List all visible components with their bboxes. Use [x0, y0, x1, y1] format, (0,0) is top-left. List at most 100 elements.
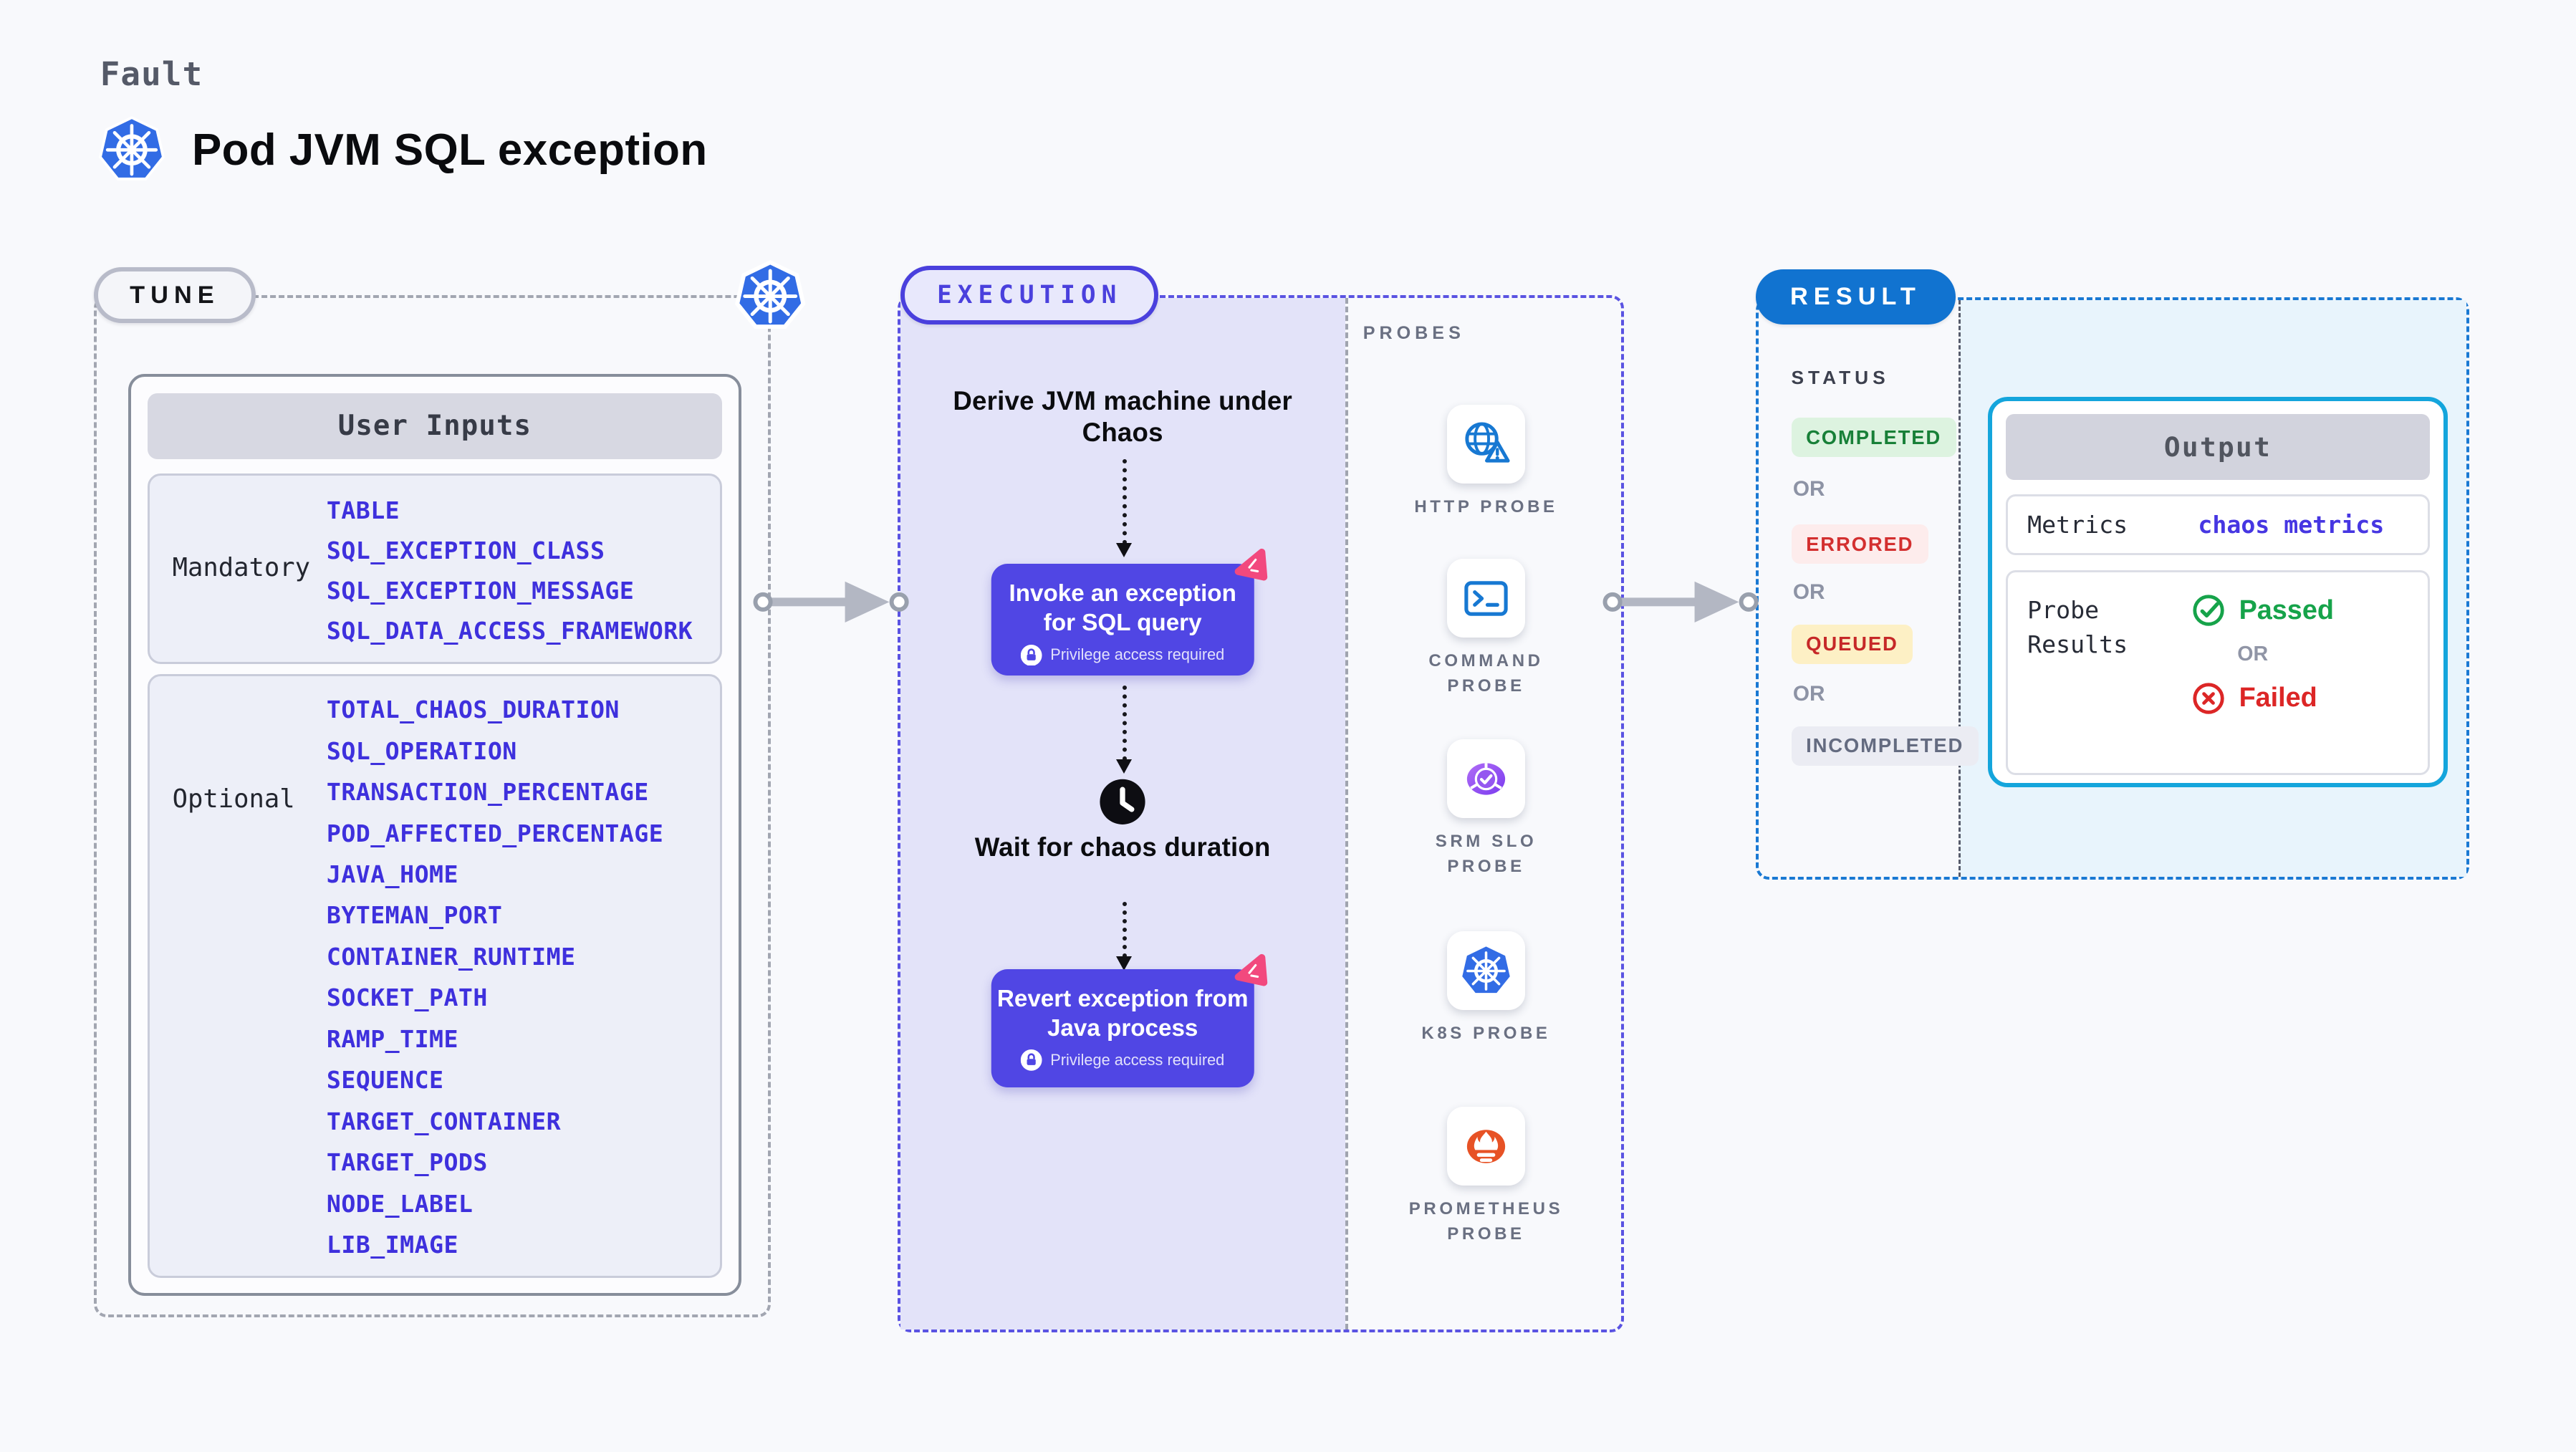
kubernetes-icon: [99, 116, 165, 181]
probes-divider: [1345, 298, 1348, 1330]
probe-result-failed: Failed: [2191, 681, 2334, 716]
probe-label: K8S PROBE: [1421, 1024, 1551, 1044]
execution-to-result-arrow: [1602, 581, 1759, 623]
flow-arrow-down: [1117, 685, 1131, 774]
output-heading: Output: [2005, 413, 2431, 480]
param-item: SQL_EXCEPTION_CLASS: [326, 537, 605, 565]
probe-results-label: Probe Results: [2027, 596, 2128, 659]
optional-label: Optional: [172, 784, 295, 814]
status-output-divider: [1959, 299, 1962, 877]
probe-label: PROMETHEUS PROBE: [1408, 1199, 1564, 1244]
page-title-row: Pod JVM SQL exception: [98, 115, 707, 185]
execution-flow: Derive JVM machine under Chaos Invoke an…: [900, 298, 1345, 1330]
failed-label: Failed: [2239, 683, 2317, 713]
optional-inputs-group: Optional TOTAL_CHAOS_DURATION SQL_OPERAT…: [147, 673, 723, 1278]
param-item: POD_AFFECTED_PERCENTAGE: [326, 819, 664, 847]
status-badge-incompleted: INCOMPLETED: [1791, 726, 1979, 766]
privilege-badge-label: Privilege access required: [1050, 645, 1225, 664]
status-or: OR: [1792, 476, 1825, 501]
param-item: TARGET_PODS: [326, 1148, 488, 1177]
prometheus-icon: [1466, 1130, 1506, 1163]
mandatory-params-list: TABLE SQL_EXCEPTION_CLASS SQL_EXCEPTION_…: [327, 476, 693, 662]
probe-result-passed: Passed: [2191, 593, 2334, 628]
optional-params-list: TOTAL_CHAOS_DURATION SQL_OPERATION TRANS…: [327, 676, 663, 1276]
param-item: SQL_OPERATION: [326, 736, 517, 765]
lock-icon: [1021, 644, 1042, 666]
metrics-value: chaos metrics: [2198, 511, 2385, 539]
litmus-chaos-icon: [1234, 954, 1268, 986]
clock-icon: [1100, 779, 1145, 825]
probe-prometheus: PROMETHEUS PROBE: [1345, 1107, 1628, 1246]
status-or: OR: [1792, 580, 1825, 605]
user-inputs-card: User Inputs Mandatory TABLE SQL_EXCEPTIO…: [128, 374, 742, 1297]
probe-card: [1446, 931, 1526, 1011]
probe-label: COMMAND PROBE: [1428, 651, 1544, 696]
probe-card: [1446, 739, 1526, 819]
kubernetes-icon: [1462, 946, 1510, 994]
param-item: LIB_IMAGE: [326, 1231, 458, 1259]
user-inputs-title: User Inputs: [147, 393, 723, 459]
mandatory-label: Mandatory: [172, 552, 310, 582]
probes-heading: PROBES: [1363, 322, 1465, 343]
param-item: BYTEMAN_PORT: [326, 901, 503, 930]
probe-label: SRM SLO PROBE: [1435, 832, 1537, 876]
fault-kicker: Fault: [100, 54, 203, 93]
execution-section-pill: EXECUTION: [900, 266, 1158, 325]
probe-http: HTTP PROBE: [1345, 405, 1628, 519]
flow-step-revert: Revert exception from Java process Privi…: [991, 954, 1268, 1087]
flow-step-derive: Derive JVM machine under Chaos: [953, 385, 1293, 448]
probe-card: [1446, 1107, 1526, 1186]
probe-command: COMMAND PROBE: [1345, 559, 1628, 698]
privilege-badge: Privilege access required: [991, 644, 1254, 666]
param-item: TABLE: [326, 496, 400, 524]
param-item: SOCKET_PATH: [326, 984, 488, 1012]
privilege-badge-label: Privilege access required: [1050, 1051, 1225, 1069]
status-or: OR: [1792, 682, 1825, 706]
slo-gauge-icon: [1466, 763, 1506, 795]
result-section-frame: STATUS COMPLETED OR ERRORED OR QUEUED OR…: [1755, 297, 2470, 880]
check-circle-icon: [2193, 595, 2224, 627]
probe-srm-slo: SRM SLO PROBE: [1345, 739, 1628, 879]
litmus-chaos-icon: [1234, 549, 1268, 581]
param-item: TOTAL_CHAOS_DURATION: [326, 696, 620, 724]
flow-arrow-down: [1117, 902, 1131, 971]
tune-to-execution-arrow: [753, 581, 909, 623]
param-item: SQL_EXCEPTION_MESSAGE: [326, 577, 635, 605]
kubernetes-icon: [735, 259, 806, 329]
flow-step-wait: Wait for chaos duration: [974, 832, 1271, 862]
lock-icon: [1021, 1049, 1042, 1072]
execution-section-frame: Derive JVM machine under Chaos Invoke an…: [897, 295, 1628, 1332]
status-badge-errored: ERRORED: [1791, 524, 1928, 564]
terminal-icon: [1464, 581, 1508, 616]
tune-section-frame: [93, 295, 772, 1318]
privilege-badge: Privilege access required: [991, 1049, 1254, 1072]
param-item: JAVA_HOME: [326, 860, 458, 888]
probe-label: HTTP PROBE: [1414, 497, 1558, 517]
mandatory-inputs-group: Mandatory TABLE SQL_EXCEPTION_CLASS SQL_…: [147, 473, 723, 664]
output-box: Output Metrics chaos metrics Probe Resul…: [1988, 396, 2448, 787]
metrics-label: Metrics: [2027, 510, 2128, 539]
probe-k8s: K8S PROBE: [1345, 931, 1628, 1046]
status-badge-completed: COMPLETED: [1791, 418, 1956, 458]
param-item: NODE_LABEL: [326, 1189, 474, 1218]
probe-results-or: OR: [2237, 643, 2269, 666]
param-item: RAMP_TIME: [326, 1024, 458, 1053]
param-item: SQL_DATA_ACCESS_FRAMEWORK: [326, 617, 693, 645]
metrics-row: Metrics chaos metrics: [2005, 494, 2431, 555]
status-badge-queued: QUEUED: [1791, 625, 1913, 664]
x-circle-icon: [2193, 683, 2224, 714]
probe-results-row: Probe Results Passed OR: [2005, 569, 2431, 775]
tune-section-pill: TUNE: [93, 267, 256, 324]
probe-results-values: Passed OR Failed: [2191, 593, 2334, 773]
flow-step-invoke: Invoke an exception for SQL query Privil…: [991, 549, 1268, 676]
flow-arrow-down: [1117, 458, 1131, 558]
page-title: Pod JVM SQL exception: [191, 125, 708, 176]
probe-card: [1446, 559, 1526, 638]
revert-label: Revert exception from Java process: [996, 985, 1249, 1042]
result-section-pill: RESULT: [1755, 269, 1956, 325]
param-item: TARGET_CONTAINER: [326, 1107, 562, 1135]
param-item: TRANSACTION_PERCENTAGE: [326, 778, 649, 807]
status-heading: STATUS: [1791, 367, 1890, 389]
param-item: SEQUENCE: [326, 1066, 444, 1095]
